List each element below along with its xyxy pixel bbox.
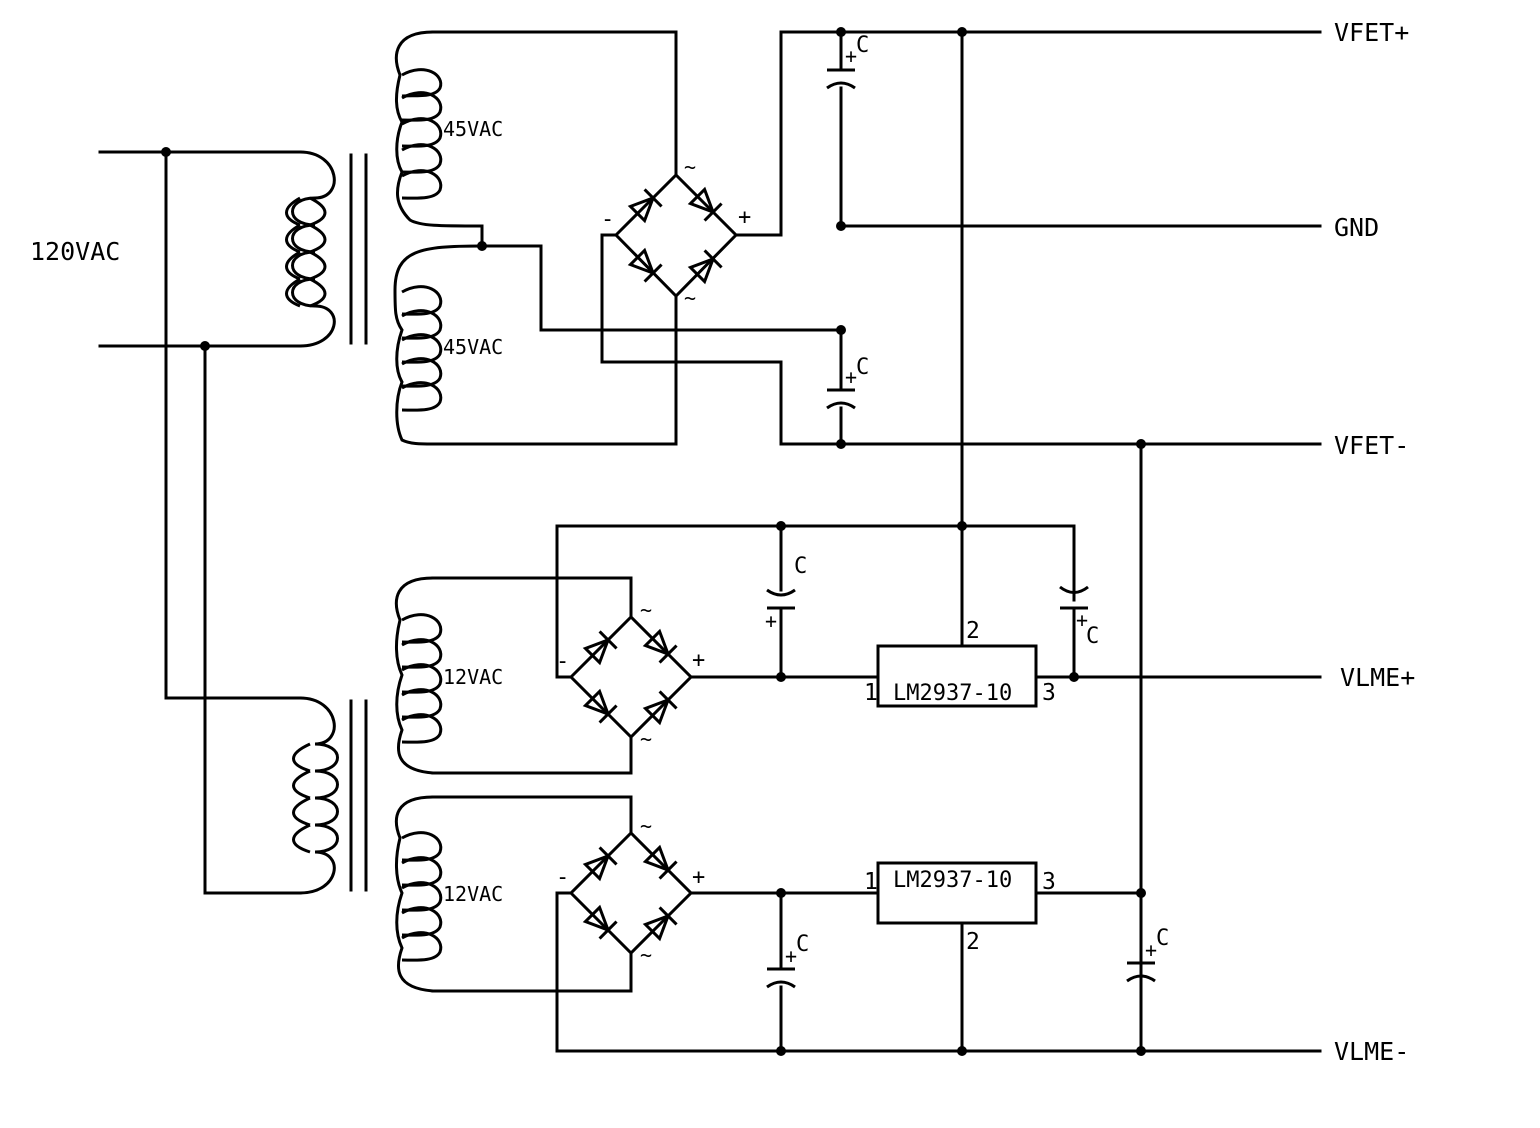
cap-label-5: C: [796, 932, 809, 957]
regulator-top-name: LM2937-10: [893, 681, 1012, 706]
output-vfet-plus: VFET+: [1334, 18, 1409, 47]
cap-label-1: C: [856, 33, 869, 58]
regulator-bottom-name: LM2937-10: [893, 868, 1012, 893]
mains-input: [98, 147, 302, 895]
regulator-bottom-pin-gnd: 2: [966, 929, 980, 955]
lower-top-bridge-ac-top: ~: [640, 598, 652, 622]
output-gnd: GND: [1334, 213, 1379, 242]
lower-bottom-bridge-plus: +: [692, 865, 705, 890]
svg-text:+: +: [845, 365, 857, 389]
lower-bottom-bridge-ac-top: ~: [640, 814, 652, 838]
lower-secondary-bottom-label: 12VAC: [443, 882, 503, 906]
regulator-top-pin-out: 3: [1042, 680, 1056, 706]
output-vlme-plus: VLME+: [1340, 663, 1415, 692]
regulator-top: +: [876, 524, 1322, 708]
output-vlme-minus: VLME-: [1334, 1037, 1409, 1066]
cap-label-3: C: [794, 554, 807, 579]
svg-text:+: +: [1145, 938, 1157, 962]
upper-secondary-top-label: 45VAC: [443, 117, 503, 141]
upper-bridge-rectifier: [600, 30, 1322, 446]
svg-text:+: +: [1076, 608, 1088, 632]
input-voltage-label: 120VAC: [30, 237, 120, 266]
output-vfet-minus: VFET-: [1334, 431, 1409, 460]
upper-secondary-coils: [393, 30, 843, 446]
upper-bridge-plus: +: [738, 205, 751, 230]
lower-top-bridge-plus: +: [692, 648, 705, 673]
upper-bridge-ac-bottom: ~: [684, 286, 696, 310]
svg-text:+: +: [845, 44, 857, 68]
cap-label-2: C: [856, 355, 869, 380]
lower-top-bridge-ac-bottom: ~: [640, 727, 652, 751]
svg-text:+: +: [785, 944, 797, 968]
lower-transformer-primary: [292, 696, 368, 895]
upper-bridge-ac-top: ~: [684, 155, 696, 179]
upper-filter-capacitors: + +: [825, 27, 1322, 449]
cap-label-6: C: [1156, 926, 1169, 951]
upper-bridge-minus: -: [601, 207, 614, 232]
regulator-top-pin-in: 1: [864, 680, 878, 706]
regulator-bottom-pin-in: 1: [864, 869, 878, 895]
lower-secondary-top-label: 12VAC: [443, 665, 503, 689]
svg-text:+: +: [765, 609, 777, 633]
cap-label-4: C: [1086, 624, 1099, 649]
lower-top-bridge-minus: -: [556, 649, 569, 674]
lower-secondary-top: +: [394, 524, 880, 775]
upper-secondary-bottom-label: 45VAC: [443, 335, 503, 359]
lower-bottom-bridge-ac-bottom: ~: [640, 943, 652, 967]
lower-bottom-bridge-minus: -: [556, 865, 569, 890]
upper-transformer-primary: [285, 150, 368, 348]
lower-secondary-bottom: +: [395, 795, 880, 1053]
regulator-bottom-pin-out: 3: [1042, 869, 1056, 895]
regulator-bottom: +: [876, 861, 1157, 1053]
regulator-top-pin-gnd: 2: [966, 618, 980, 644]
